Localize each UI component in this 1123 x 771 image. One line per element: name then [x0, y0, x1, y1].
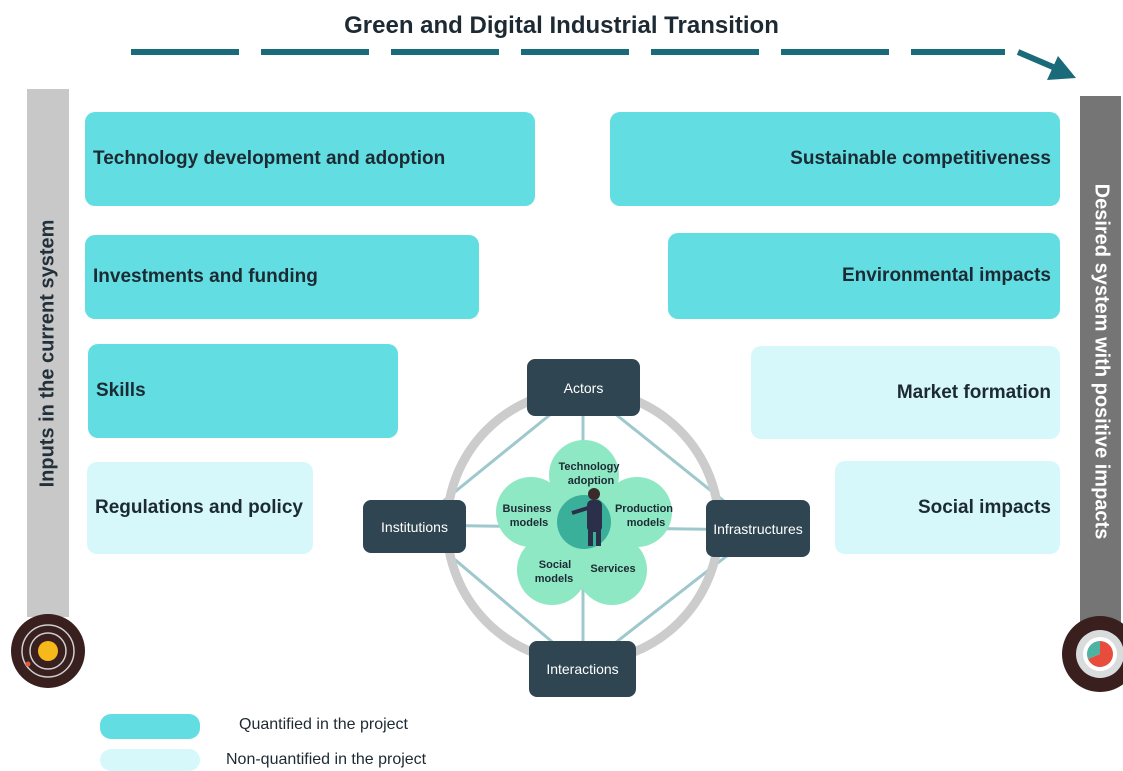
petal-technology-line2: adoption [568, 475, 615, 487]
input-skills-label: Skills [96, 380, 146, 401]
legend-quantified-swatch [100, 714, 200, 739]
output-social-impacts-label: Social impacts [917, 496, 1051, 518]
output-market-formation: Market formation [751, 346, 1060, 439]
transition-arrow [131, 49, 1076, 80]
diagram-title: Green and Digital Industrial Transition [344, 12, 779, 39]
input-skills: Skills [88, 344, 398, 438]
inputs-sidebar: Inputs in the current system [27, 89, 69, 617]
output-market-formation-label: Market formation [896, 381, 1051, 403]
solar-system-icon [11, 614, 85, 688]
node-institutions: Institutions [363, 500, 466, 553]
input-investments-funding: Investments and funding [85, 235, 479, 319]
petal-business-line1: Business [503, 503, 552, 515]
output-sustainable-competitiveness: Sustainable competitiveness [610, 112, 1060, 206]
petal-technology-line1: Technology [559, 461, 621, 473]
output-sustainable-competitiveness-label: Sustainable competitiveness [790, 148, 1051, 169]
node-actors: Actors [527, 359, 640, 416]
output-environmental-impacts-label: Environmental impacts [841, 265, 1051, 286]
petal-production-line1: Production [615, 503, 673, 515]
legend-quantified-label: Quantified in the project [239, 716, 408, 733]
input-investments-funding-label: Investments and funding [93, 266, 318, 287]
petal-business-line2: models [510, 517, 549, 529]
gauge-chart-icon [1062, 616, 1123, 692]
output-social-impacts: Social impacts [835, 461, 1060, 554]
legend-non-quantified-label: Non-quantified in the project [226, 751, 427, 768]
petal-social-line1: Social [539, 559, 571, 571]
input-regulations-policy-label: Regulations and policy [95, 497, 303, 518]
input-technology-development-label: Technology development and adoption [93, 148, 446, 169]
node-infrastructures: Infrastructures [706, 500, 810, 557]
outputs-sidebar: Desired system with positive impacts [1080, 96, 1121, 626]
node-interactions: Interactions [529, 641, 636, 697]
legend-non-quantified-swatch [100, 749, 200, 771]
petal-production-line2: models [627, 517, 666, 529]
person-icon [557, 488, 611, 549]
petal-services: Services [590, 563, 635, 575]
petal-social-line2: models [535, 573, 574, 585]
input-technology-development: Technology development and adoption [85, 112, 535, 206]
output-environmental-impacts: Environmental impacts [668, 233, 1060, 319]
input-regulations-policy: Regulations and policy [87, 462, 313, 554]
